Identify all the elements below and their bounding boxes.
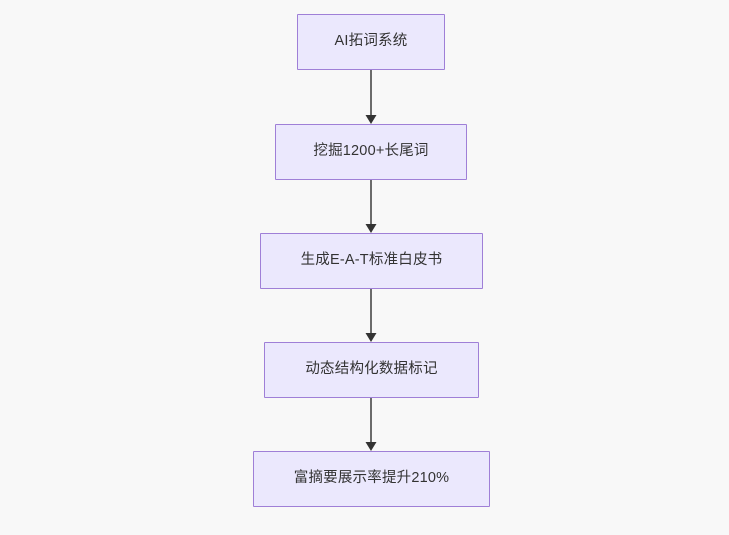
flow-edge-3-to-4 <box>361 289 381 344</box>
flow-node-label: AI拓词系统 <box>334 33 408 50</box>
flow-node-label: 富摘要展示率提升210% <box>293 470 450 487</box>
flow-node-label: 动态结构化数据标记 <box>305 361 438 378</box>
flow-node-label: 生成E-A-T标准白皮书 <box>300 252 443 269</box>
flow-node-rich-snippet-impression-uplift[interactable]: 富摘要展示率提升210% <box>253 451 490 507</box>
flow-edge-1-to-2 <box>361 70 381 126</box>
flow-node-ai-keyword-system[interactable]: AI拓词系统 <box>297 14 445 70</box>
flow-node-mine-longtail-keywords[interactable]: 挖掘1200+长尾词 <box>275 124 467 180</box>
flow-node-dynamic-structured-data-markup[interactable]: 动态结构化数据标记 <box>264 342 479 398</box>
flow-node-label: 挖掘1200+长尾词 <box>313 143 429 160</box>
flow-edge-4-to-5 <box>361 398 381 453</box>
flow-node-generate-eat-whitepaper[interactable]: 生成E-A-T标准白皮书 <box>260 233 483 289</box>
flow-edge-2-to-3 <box>361 180 381 235</box>
